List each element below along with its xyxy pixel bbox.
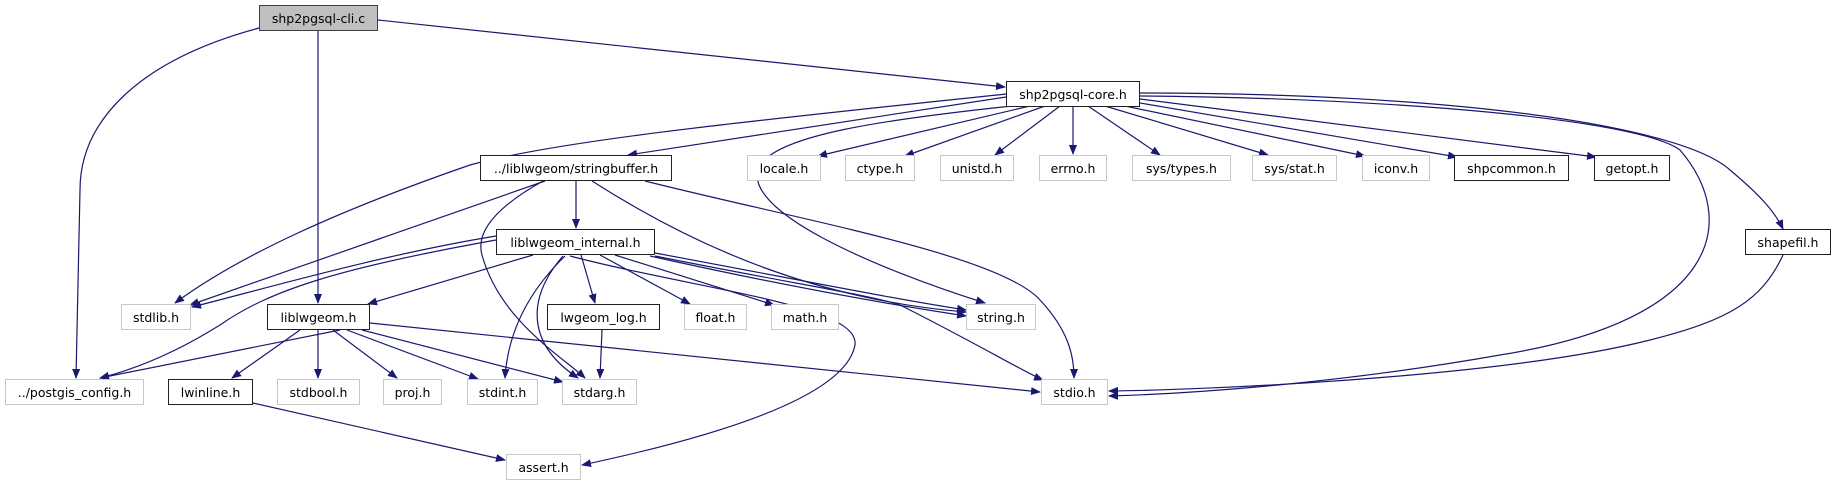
edge-core-to-shpcommon	[1139, 102, 1458, 160]
edge-core-to-locale	[817, 105, 1031, 158]
node-label: ../liblwgeom/stringbuffer.h	[493, 160, 659, 176]
node-label: assert.h	[518, 459, 569, 475]
edge-core-to-sysstat	[1104, 105, 1269, 157]
node-label: errno.h	[1050, 160, 1096, 176]
node-label: shp2pgsql-cli.c	[271, 10, 366, 26]
node-label: shpcommon.h	[1467, 160, 1556, 176]
edge-stringbuffer-to-stdlib	[189, 180, 546, 306]
node-label: shapefil.h	[1757, 234, 1819, 250]
edge-internal-to-liblwgeom	[367, 254, 534, 306]
edge-internal-to-assert	[569, 255, 856, 468]
edge-internal-to-float	[599, 254, 691, 305]
node-sysstat: sys/stat.h	[1252, 155, 1337, 181]
edge-stringbuffer-to-stdarg	[480, 180, 586, 379]
node-stdio: stdio.h	[1041, 379, 1108, 405]
node-label: stdio.h	[1053, 384, 1096, 400]
edge-lwgeomlog-to-stdarg	[596, 329, 605, 379]
edge-core-to-getopt	[1139, 98, 1597, 160]
node-systypes: sys/types.h	[1132, 155, 1231, 181]
node-core[interactable]: shp2pgsql-core.h	[1006, 81, 1140, 107]
node-label: getopt.h	[1605, 160, 1659, 176]
node-assert: assert.h	[506, 454, 581, 480]
node-iconv: iconv.h	[1362, 155, 1430, 181]
edge-core-to-shapefil	[1139, 92, 1784, 230]
node-label: lwinline.h	[180, 384, 241, 400]
edge-liblwgeom-to-stdio	[369, 322, 1041, 396]
node-label: stdlib.h	[132, 309, 180, 325]
edge-shapefil-to-stdio	[1108, 254, 1784, 395]
node-label: stdint.h	[478, 384, 527, 400]
edge-internal-to-string	[649, 255, 967, 319]
node-shapefil[interactable]: shapefil.h	[1745, 229, 1831, 255]
node-lwinline[interactable]: lwinline.h	[168, 379, 253, 405]
node-label: unistd.h	[951, 160, 1003, 176]
edge-core-to-stringbuffer	[627, 96, 1007, 158]
edge-stringbuffer-to-string	[591, 180, 967, 316]
edge-core-to-stdio	[1108, 95, 1710, 400]
edge-core-to-string	[756, 105, 1013, 305]
node-string: string.h	[966, 304, 1036, 330]
node-float: float.h	[684, 304, 747, 330]
node-stringbuffer[interactable]: ../liblwgeom/stringbuffer.h	[480, 155, 672, 181]
node-stdarg: stdarg.h	[562, 379, 637, 405]
node-math: math.h	[771, 304, 839, 330]
node-internal[interactable]: liblwgeom_internal.h	[496, 229, 655, 255]
node-getopt[interactable]: getopt.h	[1594, 155, 1670, 181]
edge-core-to-stdlib	[174, 93, 1007, 304]
node-label: sys/types.h	[1146, 160, 1217, 176]
edge-internal-to-string	[654, 252, 967, 313]
edge-internal-to-stdlib	[191, 235, 497, 309]
node-stdint: stdint.h	[467, 379, 538, 405]
node-label: ctype.h	[856, 160, 904, 176]
node-cli[interactable]: shp2pgsql-cli.c	[259, 5, 378, 31]
node-label: ../postgis_config.h	[17, 384, 132, 400]
node-stdlib: stdlib.h	[121, 304, 191, 330]
edge-liblwgeom-to-stdint	[346, 329, 479, 380]
edge-internal-to-lwgeomlog	[580, 254, 597, 304]
node-shpcommon[interactable]: shpcommon.h	[1454, 155, 1569, 181]
edge-internal-to-postgisconfig	[99, 239, 497, 380]
edge-stringbuffer-to-stdio	[644, 180, 1078, 379]
edge-cli-to-postgisconfig	[72, 27, 260, 379]
node-lwgeomlog[interactable]: lwgeom_log.h	[547, 304, 660, 330]
node-label: locale.h	[759, 160, 809, 176]
node-stdbool: stdbool.h	[277, 379, 360, 405]
node-label: stdbool.h	[289, 384, 348, 400]
node-label: sys/stat.h	[1264, 160, 1325, 176]
node-errno: errno.h	[1039, 155, 1107, 181]
node-label: shp2pgsql-core.h	[1019, 86, 1127, 102]
node-label: string.h	[977, 309, 1025, 325]
node-label: float.h	[695, 309, 736, 325]
node-ctype: ctype.h	[845, 155, 915, 181]
edge-core-to-ctype	[904, 105, 1046, 157]
edge-internal-to-stdarg	[536, 255, 579, 379]
node-label: math.h	[782, 309, 828, 325]
edge-internal-to-stdio	[654, 255, 1044, 381]
node-unistd: unistd.h	[940, 155, 1014, 181]
edge-cli-to-core	[377, 19, 1006, 91]
node-label: stdarg.h	[573, 384, 626, 400]
node-label: lwgeom_log.h	[560, 309, 647, 325]
edge-liblwgeom-to-postgisconfig	[99, 329, 341, 381]
edge-lwinline-to-assert	[252, 402, 506, 462]
node-postgisconfig: ../postgis_config.h	[5, 379, 144, 405]
node-label: proj.h	[394, 384, 431, 400]
edge-core-to-unistd	[994, 105, 1061, 156]
edge-core-to-iconv	[1124, 105, 1366, 159]
edge-liblwgeom-to-lwinline	[231, 329, 301, 379]
node-liblwgeom[interactable]: liblwgeom.h	[267, 304, 370, 330]
node-locale: locale.h	[747, 155, 821, 181]
node-proj: proj.h	[383, 379, 442, 405]
node-label: liblwgeom_internal.h	[510, 234, 641, 250]
edge-liblwgeom-to-proj	[332, 329, 398, 379]
edge-internal-to-math	[614, 254, 775, 307]
edge-core-to-systypes	[1087, 105, 1161, 156]
node-label: liblwgeom.h	[280, 309, 357, 325]
edge-liblwgeom-to-stdarg	[361, 329, 564, 384]
node-label: iconv.h	[1373, 160, 1419, 176]
